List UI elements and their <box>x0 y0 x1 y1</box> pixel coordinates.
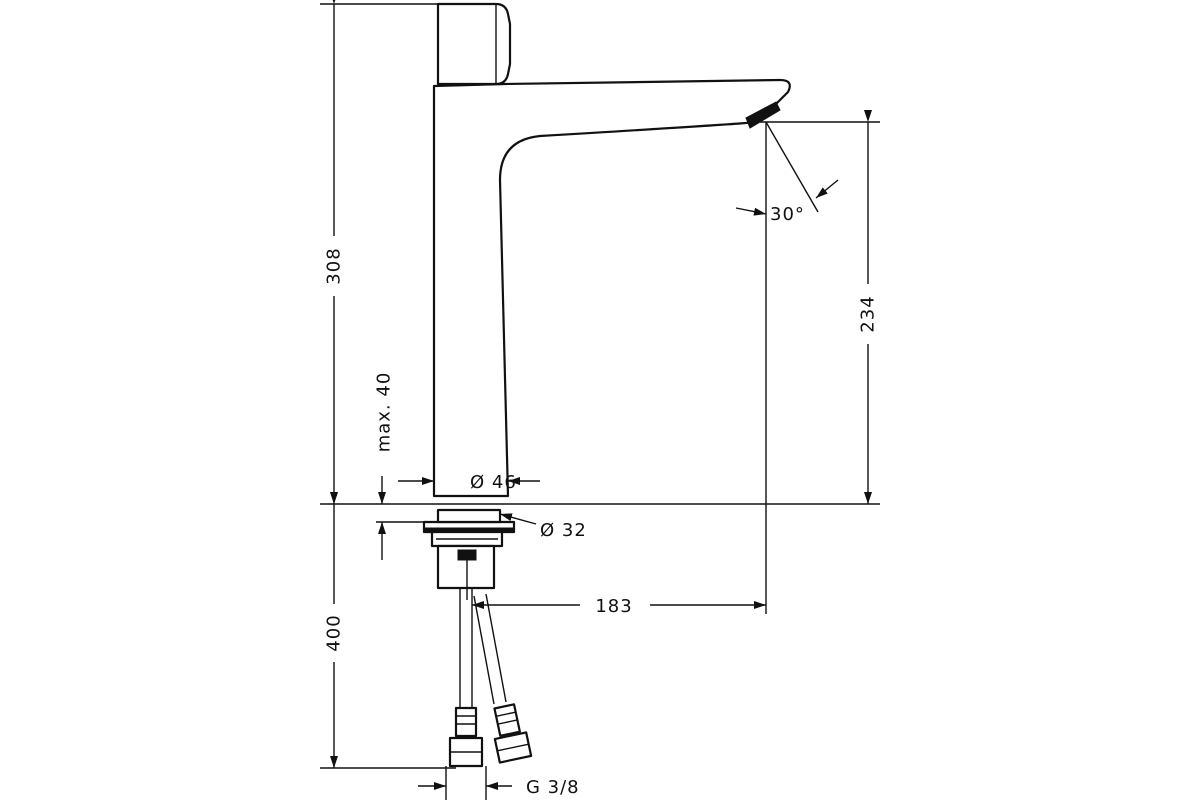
supply-hoses <box>448 588 533 768</box>
faucet-outline <box>432 2 791 498</box>
label-connection-thread: G 3/8 <box>526 777 580 798</box>
handle <box>436 2 512 86</box>
faucet-body <box>432 78 791 498</box>
aerator <box>745 101 781 129</box>
label-max-deck-thickness: max. 40 <box>374 372 395 453</box>
dimension-labels: 308 234 max. 40 400 Ø 46 Ø 32 183 G 3/8 … <box>324 204 879 798</box>
dimension-lines <box>320 0 880 800</box>
label-spout-height: 234 <box>858 295 879 332</box>
label-hose-length: 400 <box>324 614 345 651</box>
label-total-height: 308 <box>324 247 345 284</box>
label-body-diameter: Ø 46 <box>470 472 517 493</box>
label-shank-diameter: Ø 32 <box>540 520 587 541</box>
label-projection: 183 <box>595 596 632 617</box>
mounting-hardware <box>422 508 516 600</box>
label-spray-angle: 30° <box>770 204 805 225</box>
